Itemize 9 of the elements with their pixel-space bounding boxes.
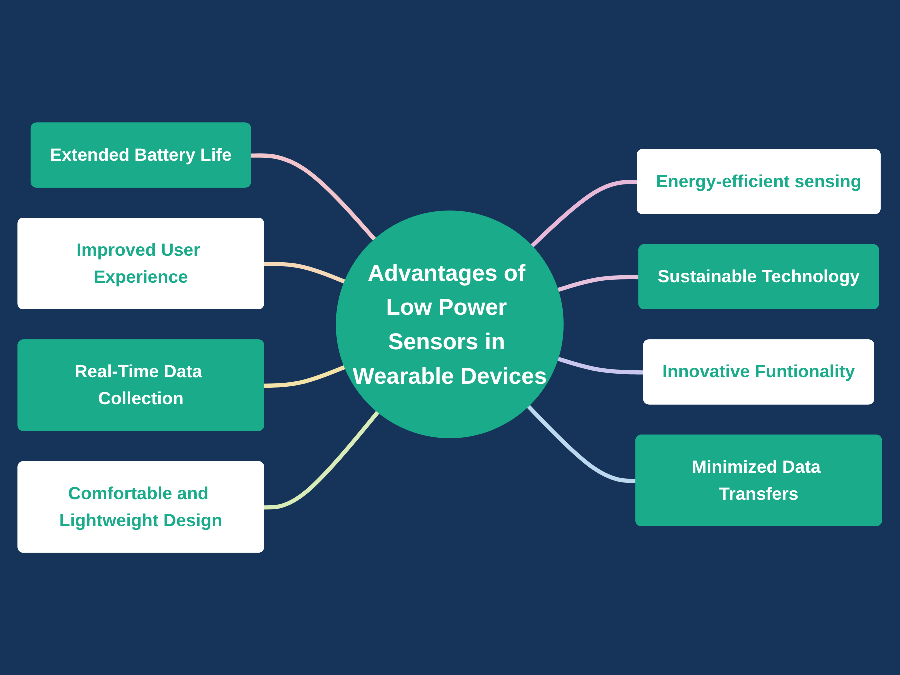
connector (251, 153, 376, 241)
connector (264, 364, 346, 388)
connector (264, 410, 380, 510)
connector (557, 356, 644, 374)
connector (557, 274, 640, 292)
connector (264, 262, 346, 284)
node-circle: Advantages of Low Power Sensors in Wearable Devices (336, 210, 564, 438)
connector (527, 404, 637, 483)
connector (530, 180, 638, 248)
